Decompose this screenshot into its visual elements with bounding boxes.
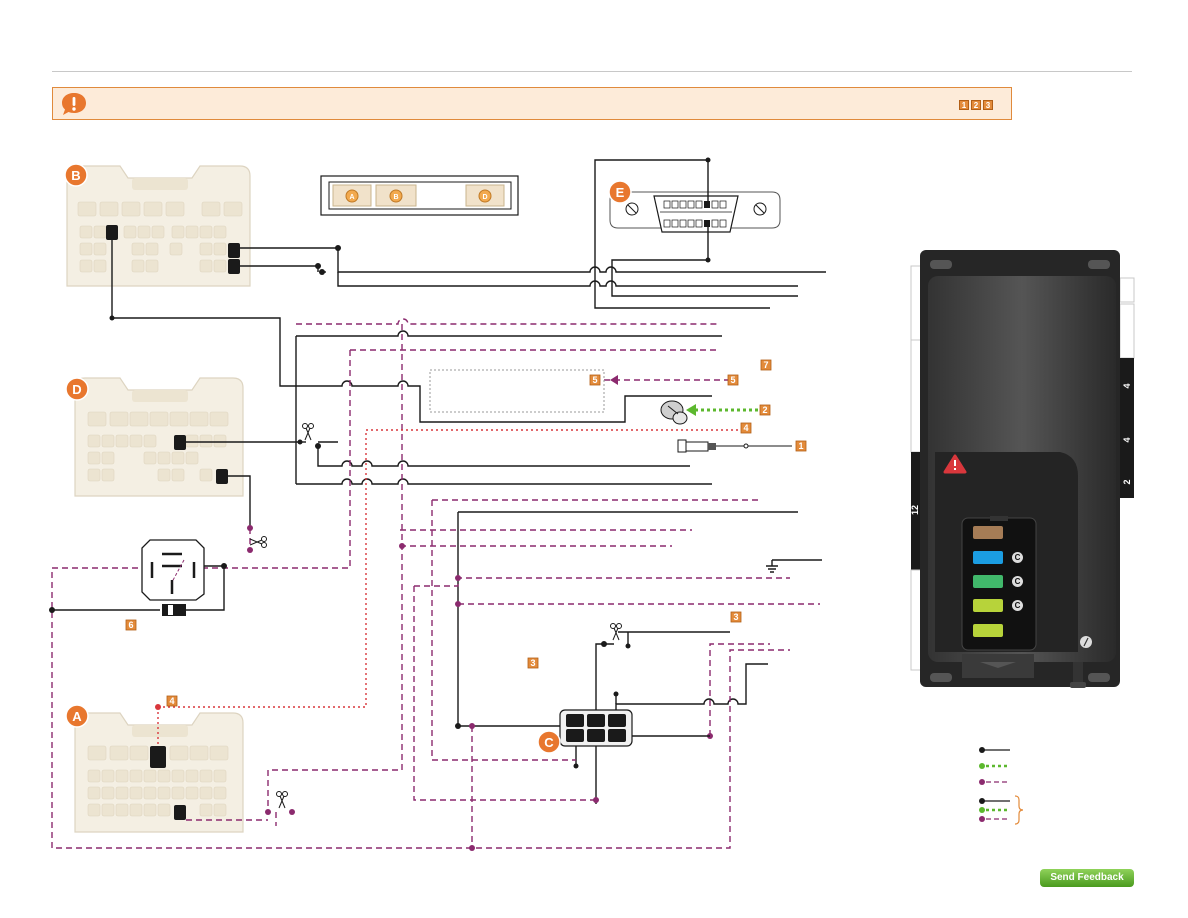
harness-pin-d: D <box>482 194 487 201</box>
warning-banner: 1 2 3 <box>52 87 1012 120</box>
note-tag-1[interactable]: 1 <box>959 100 969 110</box>
note-tag-2[interactable]: 2 <box>971 100 981 110</box>
svg-text:4: 4 <box>169 696 174 706</box>
harness-pin-b: B <box>393 194 398 201</box>
note-tag-3[interactable]: 3 <box>983 100 993 110</box>
cut-wire-icon-2 <box>249 536 267 548</box>
callout-6[interactable]: 6 <box>125 619 137 631</box>
sensor-plug-icon <box>660 400 688 425</box>
module-label-2: 4 <box>1122 437 1132 442</box>
callout-5-right[interactable]: 5 <box>727 374 739 386</box>
svg-text:3: 3 <box>733 612 738 622</box>
connector-c-badge: C <box>537 730 561 754</box>
cut-wire-icon-1 <box>302 423 314 441</box>
module-label-3: 2 <box>1122 479 1132 484</box>
component-box <box>429 369 605 413</box>
connector-d[interactable] <box>74 377 244 497</box>
callout-3-mid[interactable]: 3 <box>527 657 539 669</box>
junction-dots <box>49 157 711 769</box>
svg-text:1: 1 <box>798 441 803 451</box>
diode <box>162 604 186 616</box>
cut-wire-icon-3 <box>276 791 288 809</box>
module-port-3: C <box>1015 601 1021 610</box>
module-port-2: C <box>1015 577 1021 586</box>
callout-5-left[interactable]: 5 <box>589 374 601 386</box>
module-port-1: C <box>1015 553 1021 562</box>
antenna-plug-icon <box>677 439 792 453</box>
alert-bubble-icon <box>62 93 86 115</box>
black-wires <box>52 159 826 804</box>
connector-a[interactable] <box>74 712 244 833</box>
obd-connector-e[interactable] <box>609 191 781 233</box>
connector-b-badge: B <box>64 163 88 187</box>
cut-wire-icon-4 <box>610 623 622 641</box>
connector-e-letter: E <box>616 185 625 200</box>
connector-d-letter: D <box>72 382 81 397</box>
relay[interactable] <box>141 539 205 601</box>
svg-text:7: 7 <box>763 360 768 370</box>
connector-b[interactable] <box>66 165 251 287</box>
callout-2[interactable]: 2 <box>759 404 771 416</box>
control-module[interactable]: C C C 4 4 2 12 <box>910 250 1135 688</box>
callout-4-bottom[interactable]: 4 <box>166 695 178 707</box>
callout-3-top[interactable]: 3 <box>730 611 742 623</box>
note-tags: 1 2 3 <box>959 100 993 110</box>
arrow-5 <box>610 375 618 385</box>
callout-7[interactable]: 7 <box>760 359 772 371</box>
module-label-4: 12 <box>910 505 920 515</box>
svg-text:3: 3 <box>530 658 535 668</box>
header-divider <box>52 71 1132 72</box>
harness-pin-a: A <box>349 194 354 201</box>
connector-c-letter: C <box>544 735 554 750</box>
svg-text:4: 4 <box>743 423 748 433</box>
callout-4-top[interactable]: 4 <box>740 422 752 434</box>
red-dotted-wires <box>157 429 740 746</box>
connector-b-letter: B <box>71 168 80 183</box>
green-dotted-wire <box>686 404 758 416</box>
purple-junction-dots <box>247 525 713 851</box>
connector-d-badge: D <box>65 377 89 401</box>
harness-connector[interactable]: A B D <box>320 175 519 216</box>
send-feedback-button[interactable]: Send Feedback <box>1040 869 1134 887</box>
callout-1[interactable]: 1 <box>795 440 807 452</box>
svg-text:5: 5 <box>592 375 597 385</box>
svg-text:2: 2 <box>762 405 767 415</box>
connector-a-badge: A <box>65 704 89 728</box>
module-label-1: 4 <box>1122 383 1132 388</box>
wire-legend <box>979 747 1024 825</box>
connector-a-letter: A <box>72 709 82 724</box>
svg-text:6: 6 <box>128 620 133 630</box>
connector-e-badge: E <box>608 180 632 204</box>
svg-text:5: 5 <box>730 375 735 385</box>
connector-c[interactable] <box>559 709 633 747</box>
red-junction-dot <box>155 704 161 710</box>
